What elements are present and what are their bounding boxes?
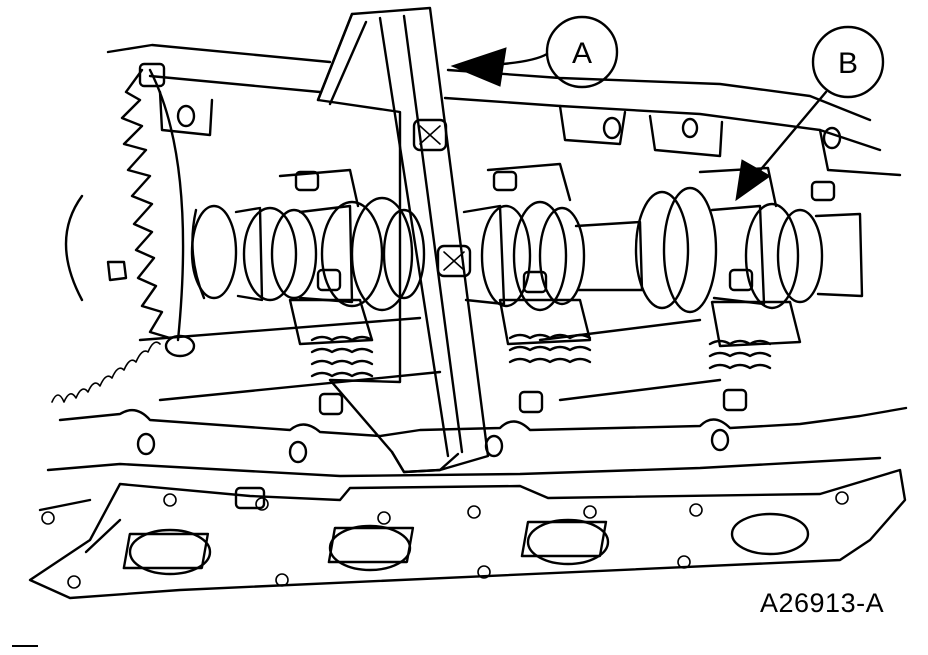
- camshaft-sprocket: [120, 62, 238, 358]
- timing-chain-spring: [51, 341, 161, 403]
- valve-springs: [310, 333, 772, 416]
- callout-b-letter: B: [838, 47, 858, 80]
- bearing-caps: [278, 162, 836, 348]
- head-lower-rail: [46, 316, 908, 478]
- callout-b-arrowhead: [735, 159, 771, 202]
- callout-a: A: [450, 15, 619, 89]
- camshaft: [234, 186, 864, 314]
- callout-a-letter: A: [572, 37, 592, 70]
- callout-a-arrowhead: [450, 47, 507, 87]
- key-block: [106, 260, 128, 282]
- cylinder-head-outline: [106, 43, 902, 177]
- corner-mark: [12, 645, 38, 647]
- head-gasket: [28, 468, 907, 600]
- camshaft-alignment-tool: [316, 6, 490, 474]
- timing-cover-arc: [64, 194, 84, 302]
- callout-b: B: [735, 25, 885, 202]
- figure-code: A26913-A: [760, 588, 885, 618]
